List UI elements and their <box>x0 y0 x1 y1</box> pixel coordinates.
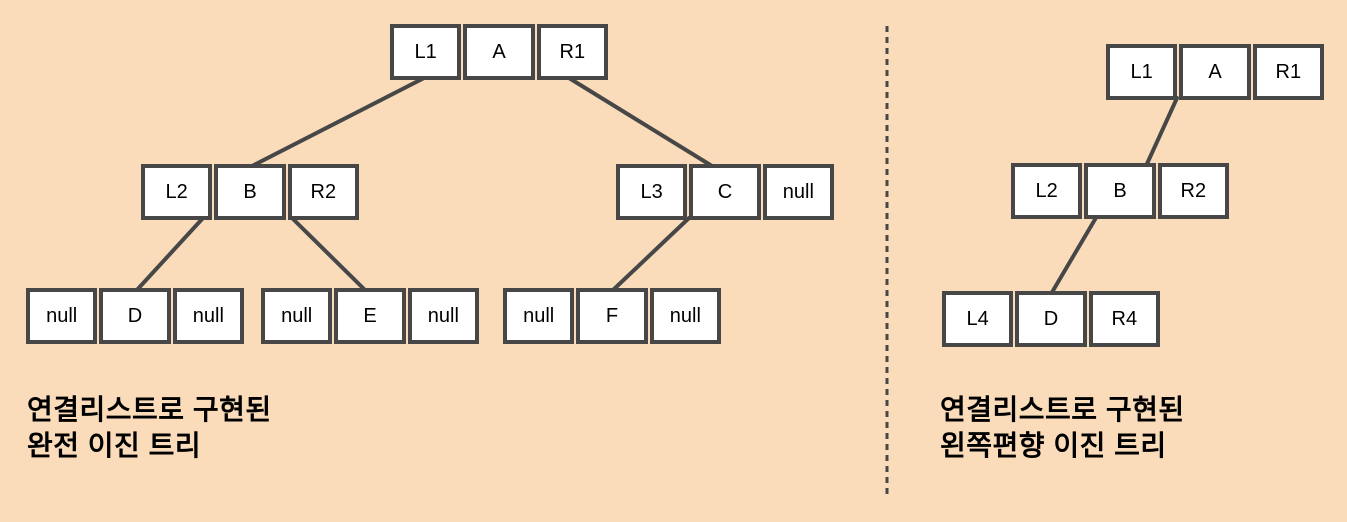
left-pointer-cell: L4 <box>942 291 1014 347</box>
right-pointer-cell: R1 <box>1252 44 1324 100</box>
data-cell: F <box>576 288 648 344</box>
left-pointer-cell: null <box>261 288 333 344</box>
data-cell: D <box>1015 291 1087 347</box>
edge-a-right-to-c <box>567 76 714 168</box>
left-pointer-cell: null <box>26 288 98 344</box>
complete-tree-node-f: null F null <box>503 288 721 344</box>
caption-line-2: 왼쪽편향 이진 트리 <box>940 430 1167 461</box>
complete-tree-node-c: L3 C null <box>616 164 834 220</box>
skewed-tree-node-b: L2 B R2 <box>1011 163 1229 219</box>
data-cell: A <box>1179 44 1251 100</box>
caption-left-skewed-binary-tree: 연결리스트로 구현된 왼쪽편향 이진 트리 <box>940 392 1185 464</box>
data-cell: D <box>99 288 171 344</box>
edge-c-left-to-f <box>610 216 691 293</box>
right-pointer-cell: null <box>762 164 834 220</box>
left-pointer-cell: L2 <box>1011 163 1083 219</box>
data-cell: B <box>1084 163 1156 219</box>
right-pointer-cell: R4 <box>1088 291 1160 347</box>
left-pointer-cell: L1 <box>1106 44 1178 100</box>
data-cell: E <box>334 288 406 344</box>
skewed-tree-node-a: L1 A R1 <box>1106 44 1324 100</box>
data-cell: B <box>214 164 286 220</box>
edge-b-left-to-d-skewed <box>1049 214 1099 296</box>
left-pointer-cell: L3 <box>616 164 688 220</box>
right-pointer-cell: null <box>407 288 479 344</box>
caption-line-1: 연결리스트로 구현된 <box>940 394 1185 425</box>
left-pointer-cell: L1 <box>390 24 462 80</box>
left-pointer-cell: L2 <box>141 164 213 220</box>
data-cell: C <box>689 164 761 220</box>
edge-b-right-to-e <box>290 216 368 293</box>
complete-tree-node-a: L1 A R1 <box>390 24 608 80</box>
right-pointer-cell: R2 <box>1157 163 1229 219</box>
complete-tree-node-b: L2 B R2 <box>141 164 359 220</box>
right-pointer-cell: null <box>172 288 244 344</box>
complete-tree-node-d: null D null <box>26 288 244 344</box>
left-pointer-cell: null <box>503 288 575 344</box>
complete-tree-node-e: null E null <box>261 288 479 344</box>
data-cell: A <box>463 24 535 80</box>
caption-line-1: 연결리스트로 구현된 <box>27 394 272 425</box>
right-pointer-cell: R1 <box>536 24 608 80</box>
right-pointer-cell: R2 <box>287 164 359 220</box>
skewed-tree-node-d: L4 D R4 <box>942 291 1160 347</box>
caption-line-2: 완전 이진 트리 <box>27 430 202 461</box>
edge-a-left-to-b <box>250 76 426 168</box>
caption-complete-binary-tree: 연결리스트로 구현된 완전 이진 트리 <box>27 392 272 464</box>
edge-b-left-to-d <box>134 216 205 293</box>
edge-a-left-to-b-skewed <box>1144 96 1179 168</box>
right-pointer-cell: null <box>649 288 721 344</box>
